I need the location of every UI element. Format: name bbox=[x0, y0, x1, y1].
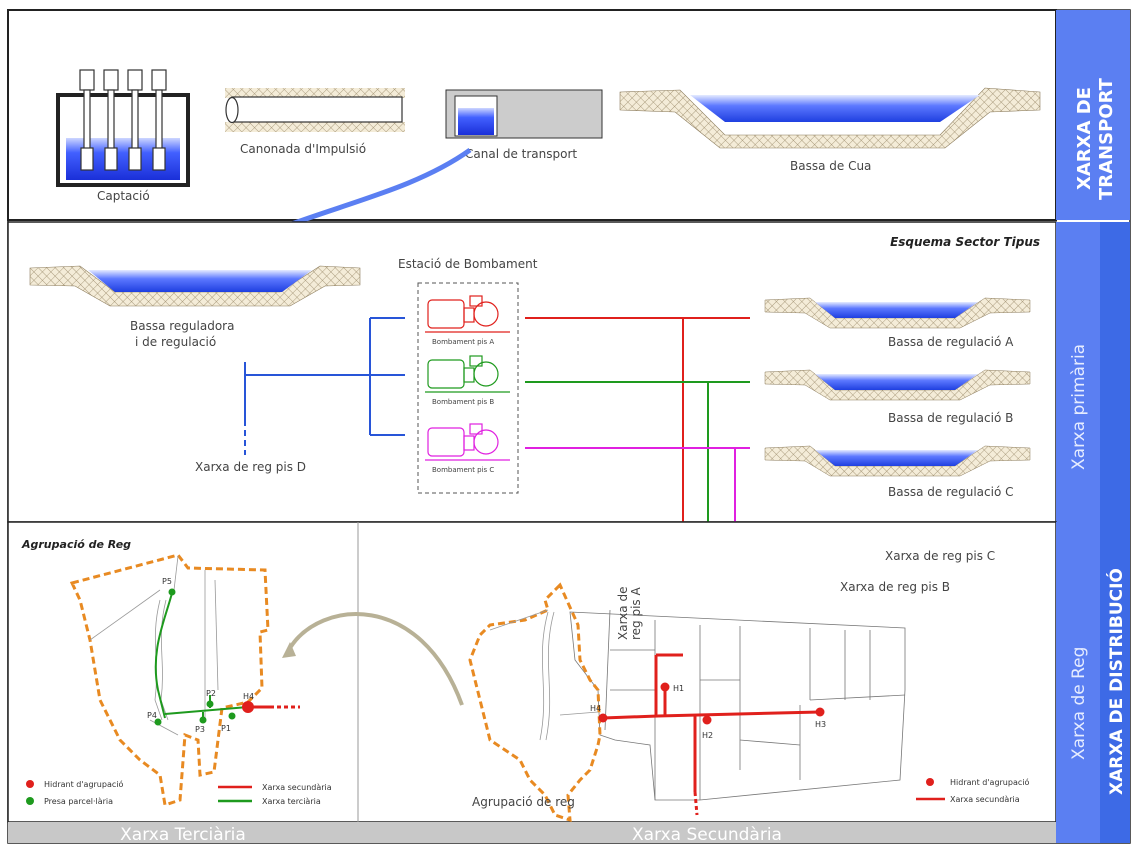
captacio-well-icon bbox=[56, 69, 190, 187]
captacio-label: Captació bbox=[97, 189, 150, 203]
bombament-c-label: Bombament pis C bbox=[432, 466, 494, 474]
distribucio-side-label: XARXA DE DISTRIBUCIÓ bbox=[1105, 568, 1127, 795]
primary-side-bar bbox=[1056, 222, 1100, 522]
legend-right bbox=[916, 778, 945, 801]
xarxa-pis-b-label: Xarxa de reg pis B bbox=[840, 580, 950, 594]
legend-left-presa: Presa parcel·lària bbox=[44, 797, 113, 806]
pump-c-icon bbox=[425, 423, 510, 461]
canonada-label: Canonada d'Impulsió bbox=[240, 142, 366, 156]
agrupacio-left-map bbox=[69, 553, 300, 807]
legend-right-hidrant: Hidrant d'agrupació bbox=[950, 777, 1029, 787]
reg-side-label: Xarxa de Reg bbox=[1069, 647, 1089, 760]
point-p1: P1 bbox=[221, 724, 231, 733]
xarxa-pis-d-label: Xarxa de reg pis D bbox=[195, 460, 306, 474]
zoom-arrow-head-icon bbox=[282, 642, 296, 658]
bassa-reguladora-icon bbox=[29, 265, 361, 307]
point-p3: P3 bbox=[195, 725, 205, 734]
bottom-bar-secundaria bbox=[358, 822, 1056, 843]
legend-left-terciaria: Xarxa terciària bbox=[262, 797, 321, 806]
point-h4-right: H4 bbox=[590, 704, 601, 713]
agrupacio-title: Agrupació de Reg bbox=[21, 538, 131, 551]
primary-side-label: Xarxa primària bbox=[1069, 344, 1089, 470]
legend-left-secundaria: Xarxa secundària bbox=[262, 783, 332, 792]
bassa-a-icon bbox=[764, 297, 1031, 329]
legend-left-hidrant: Hidrant d'agrupació bbox=[44, 779, 123, 789]
bassa-reguladora-label-2: i de regulació bbox=[135, 335, 216, 349]
legend-left bbox=[26, 780, 252, 805]
bassa-c-label: Bassa de regulació C bbox=[888, 485, 1014, 499]
point-p4: P4 bbox=[147, 711, 157, 720]
reg-side-bar bbox=[1056, 522, 1100, 843]
transport-side-label-2: TRANSPORT bbox=[1096, 77, 1117, 200]
bassa-a-label: Bassa de regulació A bbox=[888, 335, 1014, 349]
canonada-pipe-icon bbox=[225, 88, 405, 132]
pump-a-icon bbox=[425, 295, 510, 333]
xarxa-pis-a-label-1: Xarxa de bbox=[616, 587, 630, 640]
bassa-b-icon bbox=[764, 369, 1031, 401]
bassa-cua-label: Bassa de Cua bbox=[790, 159, 871, 173]
distribucio-side-bar bbox=[1100, 222, 1130, 843]
transport-side-label-1: XARXA DE bbox=[1074, 87, 1095, 190]
canal-label: Canal de transport bbox=[465, 147, 577, 161]
reg-panel bbox=[7, 521, 1057, 823]
agrupacio-de-reg-label: Agrupació de reg bbox=[472, 795, 575, 809]
zoom-arrow-icon bbox=[288, 612, 464, 706]
point-h2: H2 bbox=[702, 731, 713, 740]
canal-icon bbox=[445, 89, 603, 139]
point-h3: H3 bbox=[815, 720, 826, 729]
bombament-b-label: Bombament pis B bbox=[432, 398, 494, 406]
estacio-box bbox=[417, 282, 519, 494]
bottom-label-secundaria: Xarxa Secundària bbox=[632, 825, 782, 845]
xarxa-pis-c-label: Xarxa de reg pis C bbox=[885, 549, 995, 563]
point-p5: P5 bbox=[162, 577, 172, 586]
agrupacio-right-map bbox=[468, 582, 906, 823]
bassa-reguladora-label-1: Bassa reguladora bbox=[130, 319, 234, 333]
bassa-c-icon bbox=[764, 445, 1031, 477]
legend-right-secundaria: Xarxa secundària bbox=[950, 795, 1020, 804]
xarxa-pis-a-label-2: reg pis A bbox=[629, 586, 643, 640]
estacio-label: Estació de Bombament bbox=[398, 257, 538, 271]
transport-side-bar bbox=[1056, 10, 1130, 220]
bombament-a-label: Bombament pis A bbox=[432, 338, 494, 346]
bassa-b-label: Bassa de regulació B bbox=[888, 411, 1013, 425]
point-h1: H1 bbox=[673, 684, 684, 693]
bassa-cua-icon bbox=[619, 87, 1041, 149]
esquema-title: Esquema Sector Tipus bbox=[890, 235, 1040, 249]
bottom-label-terciaria: Xarxa Terciària bbox=[120, 825, 246, 845]
pis-d-network bbox=[244, 317, 405, 455]
bottom-bar-terciaria bbox=[8, 822, 358, 843]
pump-b-icon bbox=[425, 355, 510, 393]
point-h4-left: H4 bbox=[243, 692, 254, 701]
point-p2: P2 bbox=[206, 689, 216, 698]
